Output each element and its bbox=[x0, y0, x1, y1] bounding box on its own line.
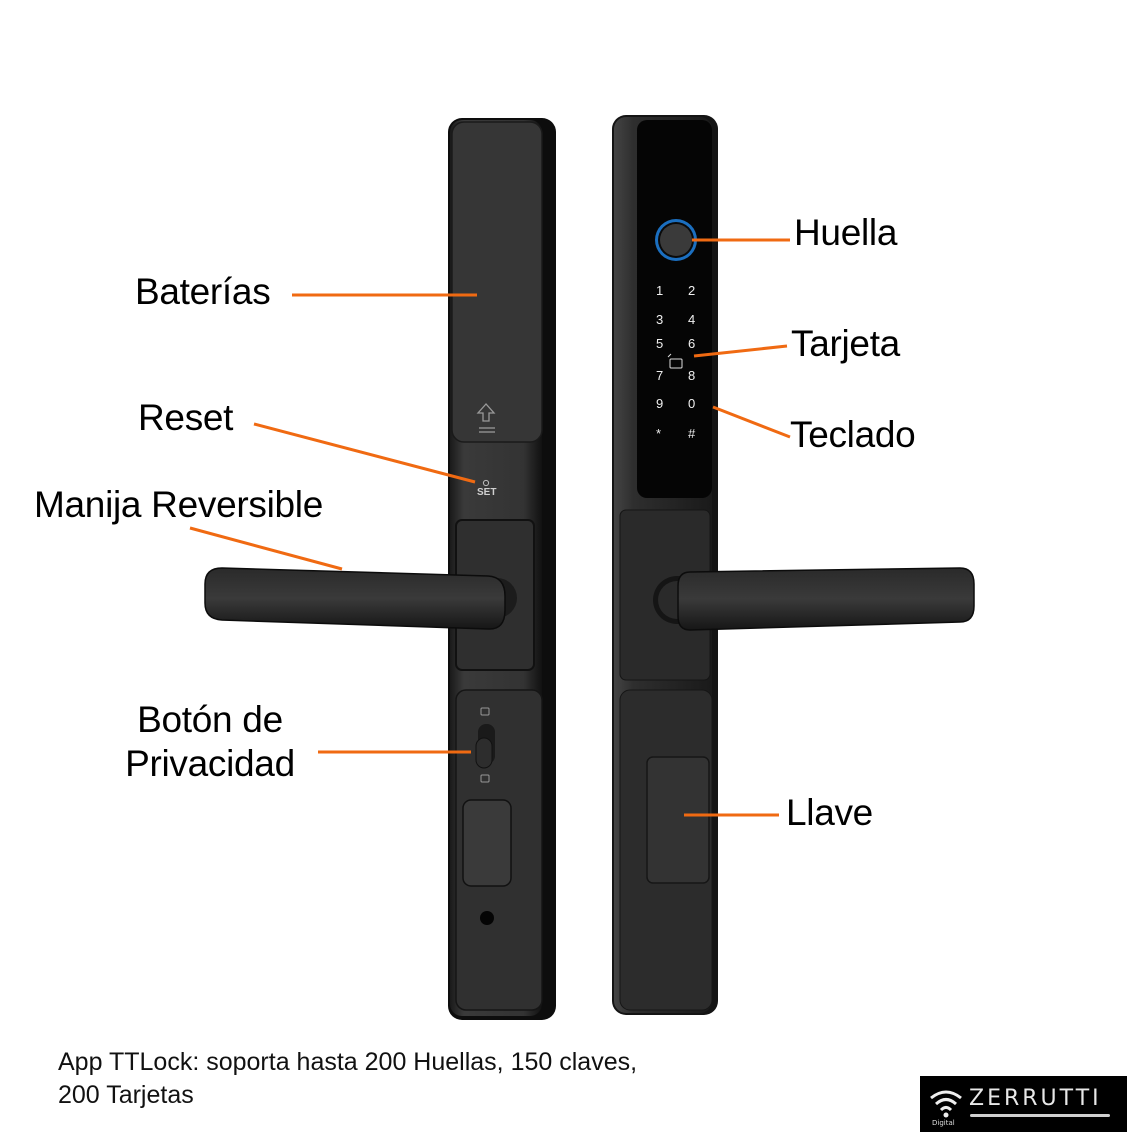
logo-underline bbox=[970, 1114, 1110, 1117]
key-1: 1 bbox=[656, 283, 664, 298]
key-3: 3 bbox=[656, 312, 664, 327]
key-hash: # bbox=[688, 426, 696, 441]
key-2: 2 bbox=[688, 283, 696, 298]
leader-lines bbox=[189, 238, 791, 817]
logo-subtitle: Digital bbox=[932, 1119, 955, 1127]
keypad-panel bbox=[637, 120, 712, 498]
key-8: 8 bbox=[688, 368, 696, 383]
label-huella: Huella bbox=[794, 212, 898, 253]
caption: App TTLock: soporta hasta 200 Huellas, 1… bbox=[58, 1046, 637, 1112]
key-0: 0 bbox=[688, 396, 696, 411]
card-icon bbox=[669, 358, 683, 369]
logo-brand: ZERRUTTI bbox=[969, 1086, 1102, 1111]
key-star: * bbox=[656, 426, 662, 441]
label-manija-reversible: Manija Reversible bbox=[34, 484, 323, 525]
keyhole bbox=[480, 911, 494, 925]
leader-teclado bbox=[712, 405, 791, 439]
caption-line2: 200 Tarjetas bbox=[58, 1081, 194, 1109]
reset-hole bbox=[482, 479, 490, 487]
label-reset: Reset bbox=[138, 397, 234, 438]
right-handle bbox=[653, 567, 975, 631]
label-teclado: Teclado bbox=[790, 414, 916, 455]
emergency-cover bbox=[462, 799, 512, 887]
key-4: 4 bbox=[688, 312, 696, 327]
caption-line1: App TTLock: soporta hasta 200 Huellas, 1… bbox=[58, 1048, 638, 1076]
key-cover bbox=[646, 756, 710, 884]
leader-reset bbox=[253, 422, 476, 484]
label-boton-privacidad: Botón de Privacidad bbox=[112, 698, 308, 786]
privacy-switch bbox=[475, 737, 493, 769]
left-lock-body bbox=[448, 118, 556, 1020]
lock-open-icon bbox=[480, 774, 490, 783]
wifi-icon bbox=[930, 1090, 962, 1118]
set-label: SET bbox=[477, 487, 497, 498]
leader-tarjeta bbox=[693, 344, 788, 358]
label-baterias: Baterías bbox=[135, 271, 271, 312]
fingerprint-sensor bbox=[660, 224, 692, 256]
brand-logo: Digital ZERRUTTI bbox=[920, 1076, 1127, 1132]
leader-manija bbox=[189, 526, 343, 571]
key-5: 5 bbox=[656, 336, 664, 351]
arrow-up-icon bbox=[476, 403, 496, 422]
left-handle bbox=[204, 567, 517, 630]
key-9: 9 bbox=[656, 396, 664, 411]
key-6: 6 bbox=[688, 336, 696, 351]
lock-closed-icon bbox=[480, 707, 490, 716]
label-llave: Llave bbox=[786, 792, 873, 833]
battery-cover bbox=[451, 121, 543, 443]
right-lock-body bbox=[612, 115, 718, 1015]
key-7: 7 bbox=[656, 368, 664, 383]
label-boton-line1: Botón de bbox=[137, 699, 283, 740]
label-tarjeta: Tarjeta bbox=[791, 323, 900, 364]
label-boton-line2: Privacidad bbox=[125, 743, 295, 784]
